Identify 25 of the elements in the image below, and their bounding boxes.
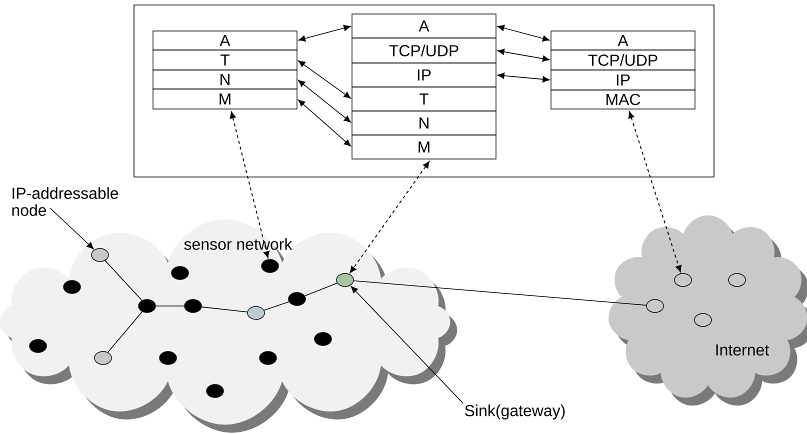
frame-box	[134, 4, 714, 178]
protocol-layer: TCP/UDP	[550, 50, 696, 70]
arrow	[298, 80, 351, 122]
protocol-layer: T	[152, 50, 298, 70]
protocol-layer: TCP/UDP	[352, 38, 496, 64]
protocol-layer: IP	[352, 62, 496, 88]
arrow	[497, 48, 550, 62]
protocol-layer: T	[352, 86, 496, 112]
protocol-layer: A	[352, 14, 496, 38]
arrow	[298, 24, 351, 42]
callout-text: Sink(gateway)	[465, 404, 565, 420]
protocol-layer: M	[352, 134, 496, 160]
arrow	[298, 100, 351, 146]
callout-text: IP-addressable node	[12, 187, 118, 216]
arrow	[298, 60, 351, 99]
protocol-layer: A	[152, 30, 298, 50]
arrow	[497, 72, 550, 82]
protocol-layer: A	[550, 30, 696, 50]
arrow	[230, 112, 270, 258]
protocol-layer: MAC	[550, 90, 696, 110]
protocol-layer: N	[152, 70, 298, 90]
arrow	[497, 24, 550, 42]
protocol-layer: IP	[550, 70, 696, 90]
protocol-layer: M	[152, 88, 298, 110]
protocol-layer: N	[352, 110, 496, 136]
